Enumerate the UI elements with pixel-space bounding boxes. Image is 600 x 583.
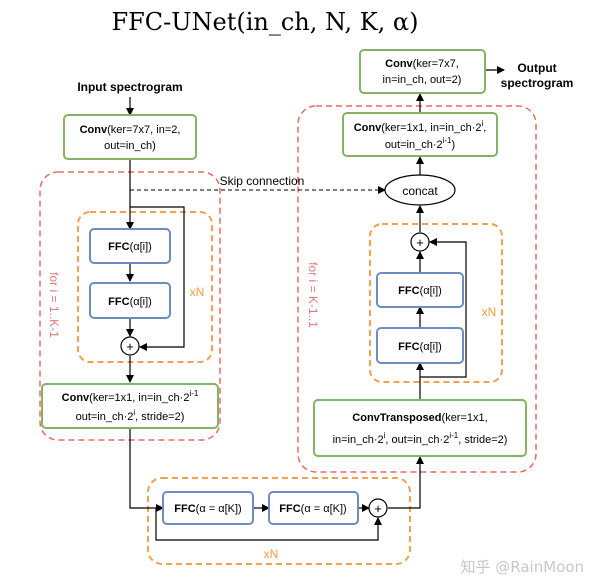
down-conv-params-3: , stride=2)	[135, 411, 184, 423]
svg-text:FFC(α = α[K]): FFC(α = α[K])	[279, 503, 346, 515]
ffc-op: FFC	[108, 241, 129, 253]
up-conv-params-1: (ker=1x1, in=in_ch·2	[381, 122, 481, 134]
plus-symbol: +	[126, 339, 134, 354]
output-conv-params-1: (ker=7x7,	[413, 58, 459, 70]
bottleneck-add-node: +	[368, 498, 388, 518]
decoder-residual-connection	[420, 238, 467, 378]
conv-transposed-block: ConvTransposed(ker=1x1, in=in_ch·2i, out…	[313, 399, 527, 457]
svg-text:FFC(α = α[K]): FFC(α = α[K])	[174, 503, 241, 515]
up-conv-params-3: out=in_ch·2	[385, 139, 443, 151]
bottleneck-ffc-op: FFC	[174, 503, 195, 515]
down-conv-sup-2: i	[133, 408, 135, 417]
encoder-loop-label: for i = 1..K-1	[47, 272, 61, 338]
conv-transposed-params-4: , stride=2)	[458, 434, 507, 446]
conv-transposed-sup-2: i-1	[449, 431, 458, 440]
encoder-add-node: +	[120, 336, 140, 356]
svg-text:out=in_ch·2i, stride=2): out=in_ch·2i, stride=2)	[76, 408, 185, 423]
ffc-param: (α[i])	[420, 285, 442, 297]
svg-text:FFC(α[i]): FFC(α[i])	[398, 285, 442, 297]
input-conv-params-2: out=in_ch)	[104, 140, 156, 152]
svg-text:FFC(α[i]): FFC(α[i])	[108, 241, 152, 253]
ffc-param: (α[i])	[130, 241, 152, 253]
decoder-repeat-label: xN	[482, 305, 497, 319]
up-conv-params-4: )	[452, 139, 456, 151]
skip-connection-label: Skip connection	[220, 174, 305, 188]
conv-transposed-params-1: (ker=1x1,	[442, 412, 488, 424]
conv-transposed-params-2: in=in_ch·2	[333, 434, 384, 446]
svg-text:FFC(α[i]): FFC(α[i])	[108, 296, 152, 308]
ffc-param: (α[i])	[420, 341, 442, 353]
watermark: 知乎 @RainMoon	[460, 558, 584, 576]
output-conv-op: Conv	[385, 58, 413, 70]
decoder-loop-label: for i = K-1..1	[306, 262, 320, 328]
up-conv-params-2: ,	[483, 122, 486, 134]
bottleneck-residual-connection	[155, 508, 382, 541]
svg-text:Conv(ker=7x7,: Conv(ker=7x7,	[385, 58, 459, 70]
encoder-ffc-block-2: FFC(α[i])	[89, 282, 171, 319]
input-spectrogram-label: Input spectrogram	[77, 80, 182, 94]
ffc-op: FFC	[398, 341, 419, 353]
input-conv-op: Conv	[80, 124, 108, 136]
decoder-ffc-block-1: FFC(α[i])	[376, 327, 464, 364]
decoder-add-node: +	[410, 232, 430, 252]
conv-transposed-params-3: , out=in_ch·2	[385, 434, 449, 446]
svg-text:Conv(ker=7x7, in=2,: Conv(ker=7x7, in=2,	[80, 124, 181, 136]
svg-text:in=in_ch·2i, out=in_ch·2i-1, s: in=in_ch·2i, out=in_ch·2i-1, stride=2)	[333, 431, 508, 446]
concat-node: concat	[384, 174, 456, 206]
encoder-ffc-block-1: FFC(α[i])	[89, 228, 171, 264]
svg-text:out=in_ch·2i-1): out=in_ch·2i-1)	[385, 136, 455, 151]
down-conv-sup-1: i-1	[189, 389, 198, 398]
input-conv-block: Conv(ker=7x7, in=2, out=in_ch)	[63, 114, 197, 160]
decoder-ffc-block-2: FFC(α[i])	[376, 272, 464, 308]
downsample-conv-block: Conv(ker=1x1, in=in_ch·2i-1 out=in_ch·2i…	[41, 383, 219, 429]
output-conv-params-2: in=in_ch, out=2)	[383, 74, 462, 86]
bottleneck-ffc-param: (α = α[K])	[196, 503, 242, 515]
output-spectrogram-label-2: spectrogram	[501, 76, 574, 90]
down-conv-op: Conv	[62, 392, 90, 404]
downconv-to-bottleneck-arrow	[129, 428, 164, 512]
output-conv-block: Conv(ker=7x7, in=in_ch, out=2)	[359, 49, 486, 94]
bottleneck-ffc-param: (α = α[K])	[301, 503, 347, 515]
plus-symbol: +	[374, 501, 382, 516]
encoder-ffc-repeat-region	[77, 211, 213, 363]
bottleneck-ffc-block-1: FFC(α = α[K])	[162, 491, 254, 525]
ffc-param: (α[i])	[130, 296, 152, 308]
svg-text:Conv(ker=1x1, in=in_ch·2i-1: Conv(ker=1x1, in=in_ch·2i-1	[62, 389, 199, 404]
concat-label: concat	[402, 184, 438, 198]
decoder-loop-region	[297, 105, 537, 473]
up-conv-sup-1: i	[481, 119, 483, 128]
encoder-repeat-label: xN	[190, 285, 205, 299]
down-conv-params-2: out=in_ch·2	[76, 411, 134, 423]
bottleneck-repeat-region	[147, 477, 411, 565]
encoder-residual-connection	[130, 206, 185, 351]
plus-symbol: +	[416, 235, 424, 250]
diagram-title: FFC-UNet(in_ch, N, K, α)	[112, 8, 419, 36]
svg-text:ConvTransposed(ker=1x1,: ConvTransposed(ker=1x1,	[352, 412, 487, 424]
upsample-conv-block: Conv(ker=1x1, in=in_ch·2i, out=in_ch·2i-…	[342, 112, 498, 157]
up-conv-sup-2: i-1	[443, 136, 452, 145]
svg-text:Conv(ker=1x1, in=in_ch·2i,: Conv(ker=1x1, in=in_ch·2i,	[354, 119, 487, 134]
output-spectrogram-label-1: Output	[517, 61, 556, 75]
bottleneck-ffc-block-2: FFC(α = α[K])	[268, 491, 359, 525]
bottleneck-ffc-op: FFC	[279, 503, 300, 515]
bottleneck-to-convtransposed-arrow	[388, 456, 424, 509]
ffc-op: FFC	[108, 296, 129, 308]
bottleneck-repeat-label: xN	[264, 547, 279, 561]
down-conv-params-1: (ker=1x1, in=in_ch·2	[89, 392, 189, 404]
conv-transposed-sup-1: i	[384, 431, 386, 440]
svg-text:FFC(α[i]): FFC(α[i])	[398, 341, 442, 353]
ffc-op: FFC	[398, 285, 419, 297]
decoder-ffc-repeat-region	[369, 223, 503, 383]
input-conv-params-1: (ker=7x7, in=2,	[107, 124, 180, 136]
conv-transposed-op: ConvTransposed	[352, 412, 441, 424]
up-conv-op: Conv	[354, 122, 382, 134]
